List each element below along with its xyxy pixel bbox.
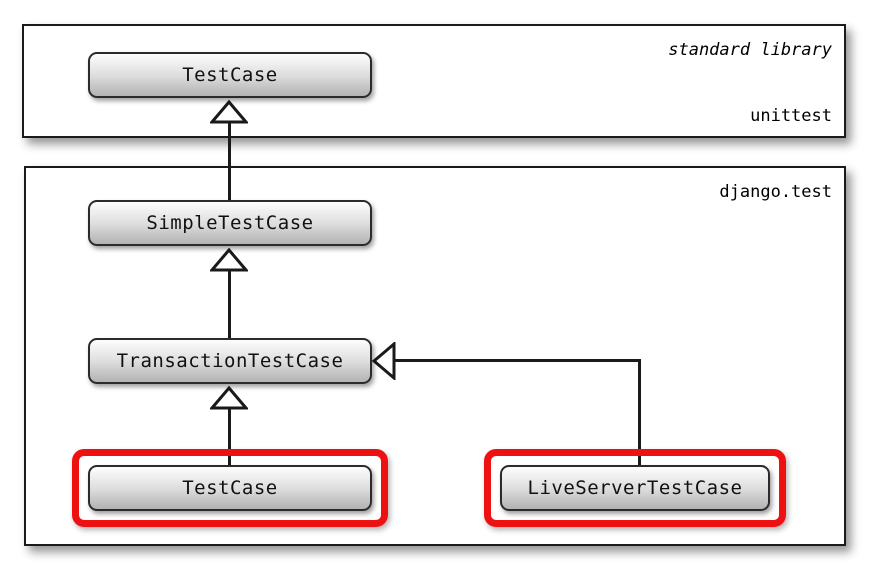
class-node-transactiontestcase[interactable]: TransactionTestCase	[88, 338, 372, 384]
class-node-simpletestcase[interactable]: SimpleTestCase	[88, 200, 372, 246]
class-node-unittest-testcase[interactable]: TestCase	[88, 52, 372, 98]
class-node-label: LiveServerTestCase	[527, 477, 743, 499]
package-stdlib-bottom-label: unittest	[750, 106, 832, 126]
class-node-label: TestCase	[182, 477, 278, 499]
highlight-frame-testcase	[72, 449, 388, 527]
package-stdlib-top-label: standard library	[668, 40, 832, 60]
inheritance-arrowhead-icon	[208, 385, 250, 414]
class-node-django-testcase[interactable]: TestCase	[88, 465, 372, 511]
inheritance-arrowhead-icon	[208, 247, 250, 276]
highlight-frame-liveservertestcase	[484, 449, 786, 527]
edge-liveservertestcase-horizontal-segment	[392, 359, 641, 362]
edge-liveservertestcase-vertical-segment	[638, 361, 641, 465]
class-node-label: TransactionTestCase	[116, 350, 344, 372]
edge-simpletestcase-to-unittest-testcase	[228, 118, 231, 200]
edge-transactiontestcase-to-simpletestcase	[228, 264, 231, 338]
class-node-label: SimpleTestCase	[146, 212, 314, 234]
inheritance-arrowhead-icon	[371, 340, 396, 384]
inheritance-arrowhead-icon	[208, 99, 250, 128]
class-node-liveservertestcase[interactable]: LiveServerTestCase	[500, 465, 770, 511]
class-node-label: TestCase	[182, 64, 278, 86]
edge-testcase-to-transactiontestcase	[228, 402, 231, 465]
package-django-test-label: django.test	[719, 182, 832, 202]
